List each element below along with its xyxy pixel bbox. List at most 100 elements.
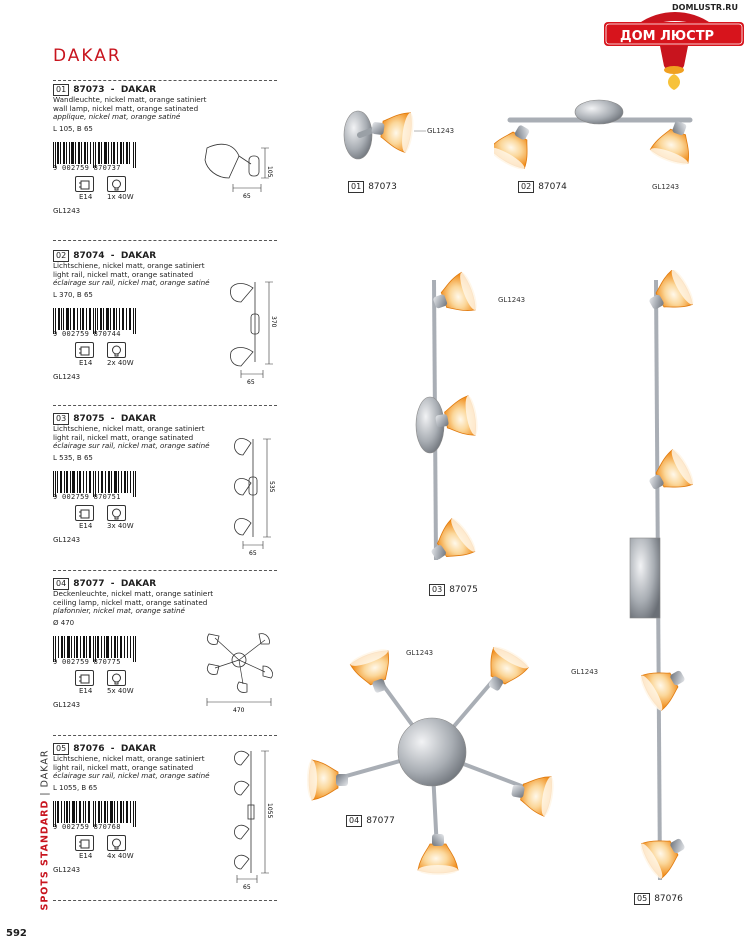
glass-code: GL1243 bbox=[53, 207, 81, 215]
socket-label: E14 bbox=[79, 359, 93, 367]
dimensions: L 370, B 65 bbox=[53, 290, 93, 299]
product-photo-87075 bbox=[415, 270, 481, 573]
socket-icon bbox=[75, 835, 94, 851]
product-number: 02 bbox=[53, 250, 70, 262]
barcode-number: 9 002759 870737 bbox=[53, 164, 121, 172]
desc-en: light rail, nickel matt, orange satinate… bbox=[53, 432, 194, 442]
photo-number: 01 bbox=[348, 181, 365, 193]
desc-de: Lichtschiene, nickel matt, orange satini… bbox=[53, 424, 205, 433]
section-divider bbox=[53, 405, 277, 406]
desc-en: wall lamp, nickel matt, orange satinated bbox=[53, 103, 199, 113]
glass-code: GL1243 bbox=[53, 536, 81, 544]
photo-number: 05 bbox=[634, 893, 651, 905]
product-code: 87073 bbox=[73, 85, 105, 95]
bulb-icon bbox=[107, 176, 126, 192]
desc-fr: éclairage sur rail, nickel mat, orange s… bbox=[53, 441, 210, 451]
section-divider bbox=[53, 735, 277, 736]
section-divider bbox=[53, 570, 277, 571]
socket-label: E14 bbox=[79, 852, 93, 860]
desc-de: Lichtschiene, nickel matt, orange satini… bbox=[53, 261, 205, 270]
glass-code: GL1243 bbox=[53, 373, 81, 381]
section-divider bbox=[53, 80, 277, 81]
product-sketch: 470 bbox=[206, 633, 273, 712]
product-number: 01 bbox=[53, 84, 70, 96]
product-sketch: 535 65 bbox=[234, 438, 275, 557]
sketch-width: 65 bbox=[243, 193, 251, 198]
socket-label: E14 bbox=[79, 193, 93, 201]
photo-code: 87076 bbox=[654, 894, 683, 904]
desc-fr: applique, nickel mat, orange satiné bbox=[53, 112, 181, 122]
product-name: DAKAR bbox=[120, 251, 157, 261]
photo-code: 87077 bbox=[366, 816, 395, 826]
glass-tag: GL1243 bbox=[406, 649, 434, 657]
glass-tag: GL1243 bbox=[571, 668, 599, 676]
barcode-number: 9 002759 870751 bbox=[53, 493, 121, 501]
photo-number: 03 bbox=[429, 584, 446, 596]
power-label: 5x 40W bbox=[107, 687, 134, 695]
site-url: DOMLUSTR.RU bbox=[672, 3, 738, 12]
socket-label: E14 bbox=[79, 522, 93, 530]
category-name: SPOTS STANDARD bbox=[39, 799, 51, 911]
heading-dash: - bbox=[110, 85, 115, 95]
page-number: 592 bbox=[6, 928, 27, 939]
dimensions: L 105, B 65 bbox=[53, 124, 93, 133]
product-photo-87076 bbox=[629, 270, 698, 882]
heading-dash: - bbox=[110, 414, 115, 424]
barcode-number: 9 002759 870775 bbox=[53, 658, 121, 666]
glass-code: GL1243 bbox=[53, 866, 81, 874]
sketch-height: 535 bbox=[268, 481, 275, 493]
bulb-icon bbox=[107, 342, 126, 358]
glass-tag: GL1243 bbox=[427, 127, 455, 135]
photo-number: 02 bbox=[518, 181, 535, 193]
brand-name: ДОМ ЛЮСТР bbox=[620, 29, 714, 44]
product-number: 03 bbox=[53, 413, 70, 425]
desc-en: light rail, nickel matt, orange satinate… bbox=[53, 269, 194, 279]
product-name: DAKAR bbox=[120, 579, 157, 589]
photo-number: 04 bbox=[346, 815, 363, 827]
product-name: DAKAR bbox=[120, 744, 157, 754]
photo-code: 87075 bbox=[449, 585, 478, 595]
barcode bbox=[53, 801, 136, 827]
socket-icon bbox=[75, 670, 94, 686]
desc-de: Lichtschiene, nickel matt, orange satini… bbox=[53, 754, 205, 763]
sketch-height: 1055 bbox=[266, 803, 273, 818]
glass-code: GL1243 bbox=[53, 701, 81, 709]
section-divider bbox=[53, 900, 277, 901]
product-number: 05 bbox=[53, 743, 70, 755]
power-label: 2x 40W bbox=[107, 359, 134, 367]
brand-logo: ДОМ ЛЮСТР bbox=[604, 12, 744, 90]
sketch-height: 105 bbox=[266, 166, 273, 178]
desc-de: Wandleuchte, nickel matt, orange satinie… bbox=[53, 95, 207, 104]
product-sketch: 370 65 bbox=[230, 281, 277, 386]
socket-icon bbox=[75, 342, 94, 358]
series-name: DAKAR bbox=[39, 749, 51, 788]
product-code: 87075 bbox=[73, 414, 105, 424]
product-number: 04 bbox=[53, 578, 70, 590]
bulb-icon bbox=[107, 505, 126, 521]
product-photo-87077 bbox=[306, 642, 557, 876]
product-code: 87074 bbox=[73, 251, 105, 261]
photo-code: 87074 bbox=[538, 182, 567, 192]
barcode-number: 9 002759 870744 bbox=[53, 330, 121, 338]
page-title: DAKAR bbox=[53, 46, 122, 66]
barcode bbox=[53, 142, 136, 168]
product-photo-87073 bbox=[343, 107, 426, 160]
bulb-icon bbox=[107, 835, 126, 851]
heading-dash: - bbox=[110, 744, 115, 754]
power-label: 1x 40W bbox=[107, 193, 134, 201]
sketch-width: 65 bbox=[249, 550, 257, 557]
heading-dash: - bbox=[110, 579, 115, 589]
socket-icon bbox=[75, 505, 94, 521]
product-name: DAKAR bbox=[120, 414, 157, 424]
